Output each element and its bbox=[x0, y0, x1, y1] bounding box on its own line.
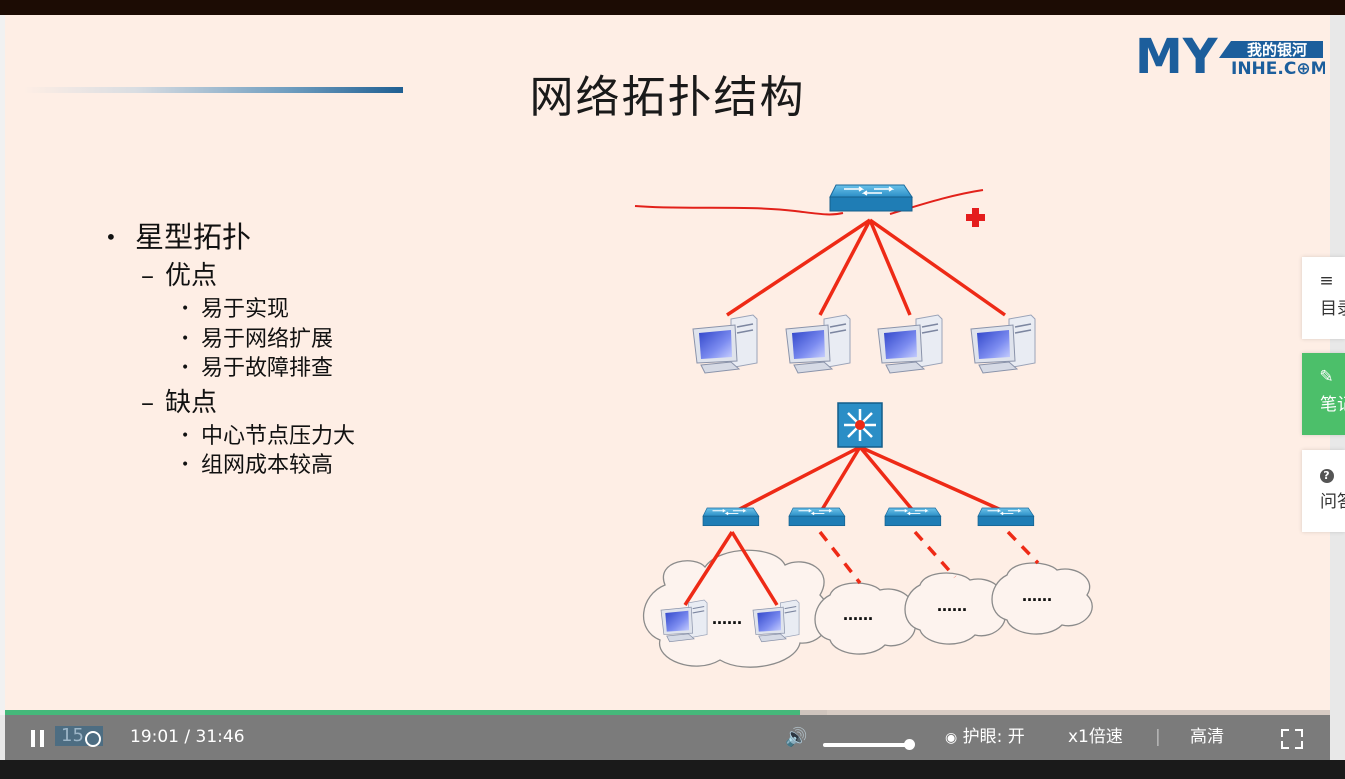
player-controls: 15 19:01 / 31:46 🔊 ◉ 护眼: 开 x1倍速 | 高清 bbox=[5, 715, 1330, 760]
bullet-pro-item: •易于实现 bbox=[181, 297, 290, 322]
eye-icon: ◉ bbox=[945, 730, 958, 746]
ellipsis-label: …… bbox=[712, 610, 742, 628]
ellipsis-label: …… bbox=[1022, 587, 1052, 605]
switch-icon bbox=[702, 507, 760, 527]
volume-icon[interactable]: 🔊 bbox=[785, 727, 808, 748]
eye-care-label: 护眼: 开 bbox=[962, 727, 1025, 747]
seek-back-button[interactable]: 15 bbox=[45, 715, 105, 760]
pencil-icon: ✎ bbox=[1319, 367, 1334, 387]
sidebar-item-qa[interactable]: ? 问答 bbox=[1302, 450, 1345, 532]
slide-bullets: •星型拓扑 –优点 •易于实现 •易于网络扩展 •易于故障排查 –缺点 •中心节… bbox=[105, 217, 355, 481]
eye-care-toggle[interactable]: ◉ 护眼: 开 bbox=[945, 715, 1025, 760]
core-switch-icon bbox=[837, 402, 883, 448]
bullet-pro-item: •易于故障排查 bbox=[181, 356, 334, 381]
computer-icon bbox=[785, 314, 851, 374]
bullet-cons: –缺点 bbox=[141, 387, 218, 418]
bottom-bar bbox=[0, 760, 1345, 779]
bullet-con-item: •中心节点压力大 bbox=[181, 423, 356, 449]
sidebar-item-notes[interactable]: ✎ 笔记 bbox=[1302, 353, 1345, 435]
logo-domain-text: INHE.C⊕M bbox=[1231, 59, 1325, 79]
sidebar-item-label: 目录 bbox=[1320, 299, 1345, 319]
logo-prefix: MY bbox=[1135, 31, 1219, 81]
pause-button[interactable] bbox=[31, 715, 49, 760]
progress-fill bbox=[5, 710, 800, 715]
computer-icon bbox=[692, 314, 758, 374]
sidebar-item-label: 问答 bbox=[1320, 492, 1345, 512]
redraw-annotations bbox=[634, 189, 985, 227]
bullet-pro-item: •易于网络扩展 bbox=[181, 326, 334, 352]
logo-banner bbox=[1219, 41, 1323, 58]
logo: MY 我的银河 INHE.C⊕M bbox=[1135, 31, 1325, 81]
star-links bbox=[726, 218, 1007, 317]
bullet-pros: –优点 bbox=[141, 261, 218, 291]
computer-icon bbox=[877, 314, 943, 374]
sidebar-item-catalog[interactable]: ≡ 目录 bbox=[1302, 257, 1345, 339]
time-display: 19:01 / 31:46 bbox=[130, 727, 245, 747]
progress-bar[interactable] bbox=[5, 710, 1330, 715]
ellipsis-label: …… bbox=[937, 597, 967, 615]
computer-icon bbox=[970, 314, 1036, 374]
switch-icon bbox=[884, 507, 942, 527]
slide-title: 网络拓扑结构 bbox=[529, 72, 806, 123]
question-icon: ? bbox=[1302, 464, 1345, 484]
tree-links bbox=[683, 445, 1009, 606]
left-edge bbox=[0, 15, 5, 715]
quality-button[interactable]: 高清 bbox=[1190, 727, 1224, 747]
video-slide[interactable]: 网络拓扑结构 MY 我的银河 INHE.C⊕M •星型拓扑 –优点 •易于实现 … bbox=[5, 15, 1330, 710]
volume-slider[interactable] bbox=[823, 743, 909, 747]
rewind-icon bbox=[85, 731, 101, 747]
volume-handle[interactable] bbox=[904, 739, 915, 750]
dashed-links bbox=[818, 530, 1040, 585]
title-rule bbox=[23, 87, 403, 93]
switch-icon bbox=[829, 184, 913, 212]
menu-icon: ≡ bbox=[1319, 271, 1334, 291]
ellipsis-label: …… bbox=[843, 606, 873, 624]
switch-icon bbox=[977, 507, 1035, 527]
top-bar bbox=[0, 0, 1345, 15]
speed-button[interactable]: x1倍速 bbox=[1068, 727, 1123, 747]
logo-cn-text: 我的银河 bbox=[1247, 41, 1307, 59]
topology-diagram: …… …… …… …… bbox=[634, 184, 1093, 668]
fullscreen-icon[interactable] bbox=[1281, 715, 1303, 760]
switch-icon bbox=[788, 507, 846, 527]
bullet-star-topology: •星型拓扑 bbox=[105, 220, 252, 254]
bullet-con-item: •组网成本较高 bbox=[181, 453, 334, 478]
sidebar-item-label: 笔记 bbox=[1320, 395, 1345, 415]
separator: | bbox=[1155, 727, 1161, 747]
